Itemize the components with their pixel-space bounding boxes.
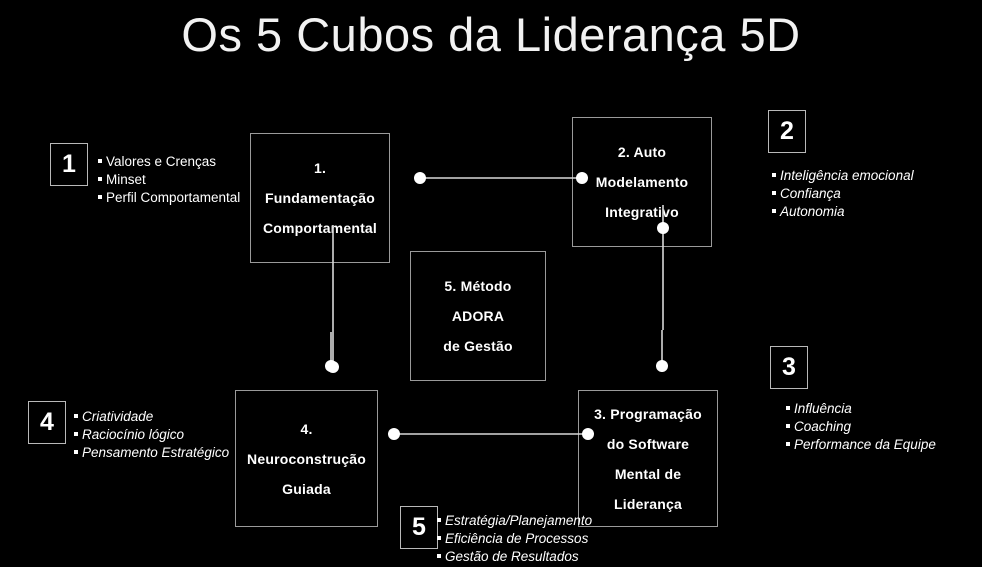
list-item-label: Autonomia — [780, 204, 845, 219]
badge-2[interactable]: 2 — [768, 110, 806, 153]
cube-4-line-2: Neuroconstrução — [247, 450, 366, 467]
cube-4-line-3: Guiada — [282, 480, 331, 497]
list-item-label: Gestão de Resultados — [445, 549, 579, 564]
cube-4-line-1: 4. — [300, 420, 313, 437]
list-item-label: Raciocínio lógico — [82, 427, 185, 442]
badge-1[interactable]: 1 — [50, 143, 88, 186]
bullet-square-icon — [772, 173, 776, 177]
cube-2-line-1: 2. Auto — [617, 144, 667, 160]
list-item-label: Performance da Equipe — [794, 437, 936, 452]
list-item-label: Influência — [794, 401, 852, 416]
bullet-square-icon — [786, 442, 790, 446]
connector-dot-cube-4-right — [388, 428, 400, 440]
list-item-label: Confiança — [780, 186, 841, 201]
cube-1-line-3: Comportamental — [262, 220, 378, 236]
bullet-square-icon — [772, 209, 776, 213]
badge-4[interactable]: 4 — [28, 401, 66, 444]
list-item: Pensamento Estratégico — [74, 444, 229, 462]
bullet-square-icon — [98, 159, 102, 163]
list-item-label: Pensamento Estratégico — [82, 445, 230, 460]
cube-1-line-2: Fundamentação — [265, 190, 375, 206]
connector-dot-cube-4-top — [325, 360, 337, 372]
list-item: Performance da Equipe — [786, 436, 936, 454]
bullet-square-icon — [437, 518, 441, 522]
list-item: Coaching — [786, 418, 936, 436]
list-item: Influência — [786, 400, 936, 418]
page-title: Os 5 Cubos da Liderança 5D — [181, 8, 801, 61]
cube-3-face: 3. Programação do Software Mental de Lid… — [578, 390, 718, 527]
cube-1-line-1: 1. — [313, 160, 327, 176]
annotation-list-4: Criatividade Raciocínio lógico Pensament… — [74, 408, 229, 462]
cube-4-face: 4. Neuroconstrução Guiada — [235, 390, 378, 527]
list-item-label: Estratégia/Planejamento — [445, 513, 593, 528]
list-item-label: Coaching — [794, 419, 852, 434]
bullet-square-icon — [98, 177, 102, 181]
cube-1[interactable]: 1. Fundamentação Comportamental — [250, 133, 390, 263]
cube-2[interactable]: 2. Auto Modelamento Integrativo — [572, 117, 712, 247]
cube-5-face: 5. Método ADORA de Gestão — [410, 251, 546, 381]
annotation-list-2: Inteligência emocional Confiança Autonom… — [772, 167, 914, 221]
cube-3-line-3: Mental de — [614, 465, 682, 482]
cube-2-line-3: Integrativo — [605, 204, 679, 220]
list-item: Valores e Crenças — [98, 153, 240, 171]
connector-dot-cube-2-bottom — [657, 222, 669, 234]
list-item-label: Criatividade — [82, 409, 154, 424]
cube-3[interactable]: 3. Programação do Software Mental de Lid… — [578, 390, 718, 527]
cube-5-line-1: 5. Método — [444, 278, 512, 294]
connector-dot-cube-2-left — [576, 172, 588, 184]
list-item: Estratégia/Planejamento — [437, 512, 592, 530]
list-item-label: Perfil Comportamental — [106, 190, 241, 205]
cube-3-line-1: 3. Programação — [594, 405, 702, 422]
bullet-square-icon — [786, 406, 790, 410]
bullet-square-icon — [772, 191, 776, 195]
annotation-list-5: Estratégia/Planejamento Eficiência de Pr… — [437, 512, 592, 566]
list-item: Eficiência de Processos — [437, 530, 592, 548]
list-item: Raciocínio lógico — [74, 426, 229, 444]
bullet-square-icon — [74, 432, 78, 436]
list-item-label: Minset — [106, 172, 146, 187]
cube-5-line-3: de Gestão — [443, 338, 513, 354]
connector-dot-cube-3-left — [582, 428, 594, 440]
bullet-square-icon — [74, 414, 78, 418]
badge-3[interactable]: 3 — [770, 346, 808, 389]
cube-3-line-4: Liderança — [614, 495, 682, 512]
list-item: Gestão de Resultados — [437, 548, 592, 566]
cube-5[interactable]: 5. Método ADORA de Gestão — [410, 251, 546, 381]
cube-2-face: 2. Auto Modelamento Integrativo — [572, 117, 712, 247]
list-item: Criatividade — [74, 408, 229, 426]
bullet-square-icon — [786, 424, 790, 428]
bullet-square-icon — [437, 554, 441, 558]
connector-dot-cube-1-right — [414, 172, 426, 184]
bullet-square-icon — [98, 195, 102, 199]
list-item: Confiança — [772, 185, 914, 203]
list-item: Inteligência emocional — [772, 167, 914, 185]
badge-5[interactable]: 5 — [400, 506, 438, 549]
list-item: Autonomia — [772, 203, 914, 221]
cube-2-line-2: Modelamento — [595, 174, 689, 190]
annotation-list-3: Influência Coaching Performance da Equip… — [786, 400, 936, 454]
cube-5-line-2: ADORA — [451, 308, 505, 324]
connector-dot-cube-3-top — [656, 360, 668, 372]
list-item: Minset — [98, 171, 240, 189]
bullet-square-icon — [74, 450, 78, 454]
cube-1-face: 1. Fundamentação Comportamental — [250, 133, 390, 263]
annotation-list-1: Valores e Crenças Minset Perfil Comporta… — [98, 153, 240, 207]
list-item-label: Valores e Crenças — [106, 154, 217, 169]
list-item: Perfil Comportamental — [98, 189, 240, 207]
bullet-square-icon — [437, 536, 441, 540]
cube-4[interactable]: 4. Neuroconstrução Guiada — [235, 390, 378, 527]
list-item-label: Inteligência emocional — [780, 168, 914, 183]
cube-3-line-2: do Software — [606, 435, 690, 452]
list-item-label: Eficiência de Processos — [445, 531, 589, 546]
